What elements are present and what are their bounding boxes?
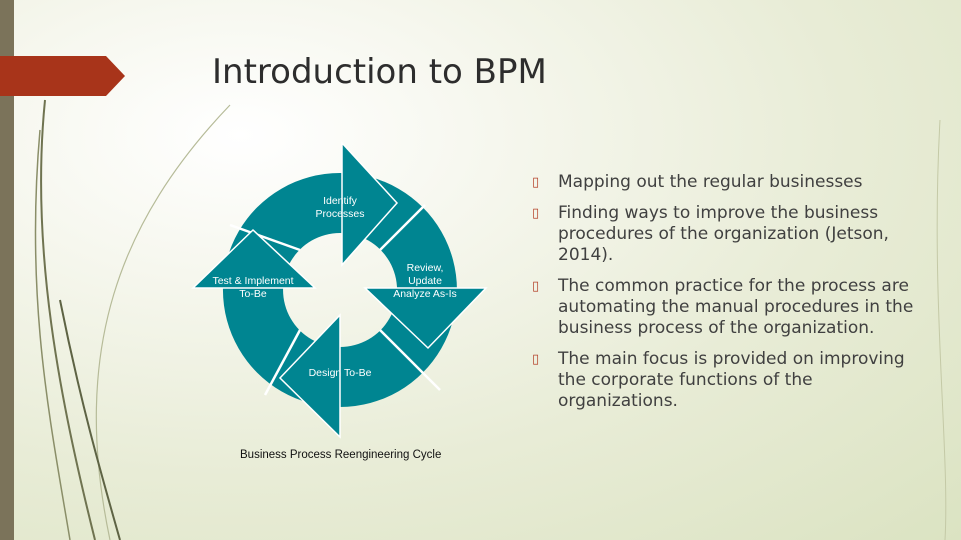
bullet-list: ▯Mapping out the regular businesses ▯Fin…	[532, 172, 932, 422]
bullet-item: ▯The main focus is provided on improving…	[532, 349, 905, 411]
slide-title: Introduction to BPM	[212, 52, 547, 92]
title-accent-arrow	[0, 56, 125, 96]
bullet-marker-icon: ▯	[532, 352, 540, 367]
bullet-marker-icon: ▯	[532, 206, 540, 221]
bullet-item: ▯Finding ways to improve the business pr…	[532, 203, 889, 265]
arrow-design	[278, 313, 341, 439]
bullet-item: ▯The common practice for the process are…	[532, 276, 914, 338]
bullet-marker-icon: ▯	[532, 175, 540, 190]
arrow-review	[363, 287, 488, 350]
step-design: Design To-Be	[309, 367, 372, 379]
diagram-caption: Business Process Reengineering Cycle	[240, 449, 442, 461]
arrow-test	[191, 228, 317, 289]
bullet-marker-icon: ▯	[532, 279, 540, 294]
left-decor-bar	[0, 0, 14, 540]
arrow-identify	[341, 141, 399, 267]
bullet-item: ▯Mapping out the regular businesses	[532, 172, 863, 192]
